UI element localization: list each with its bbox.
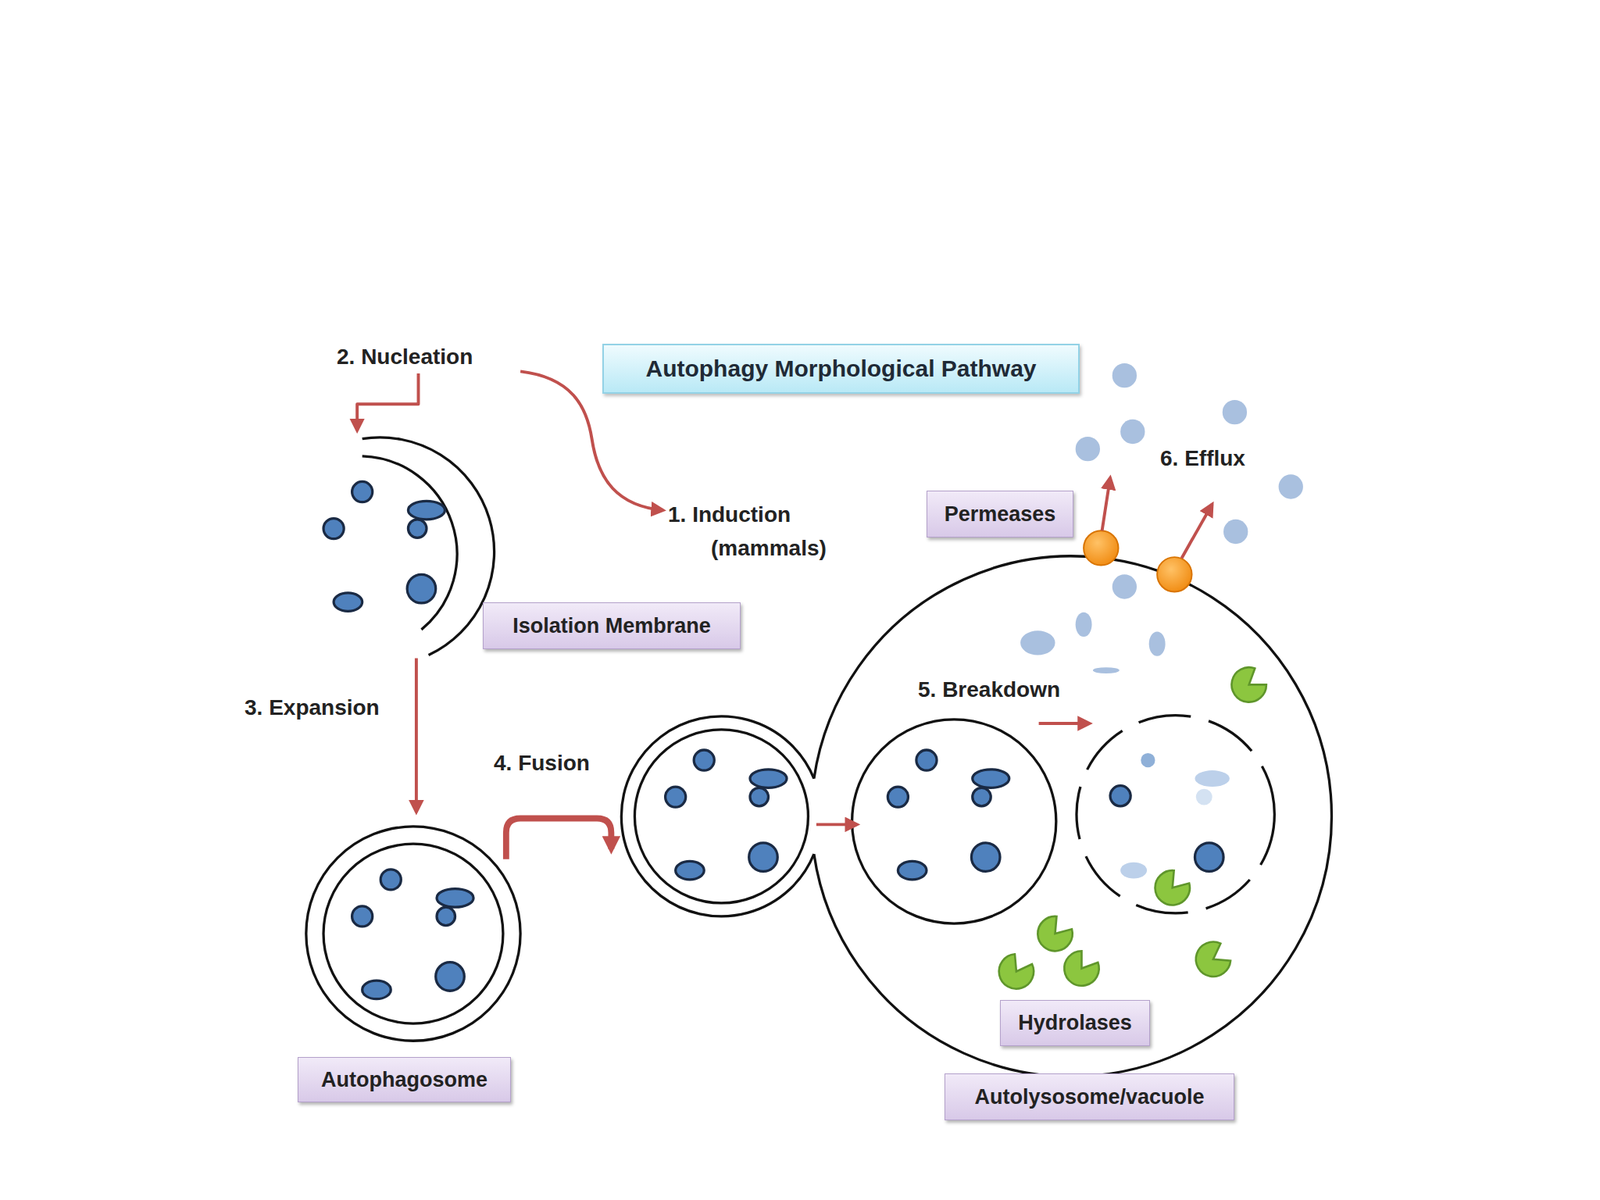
step-label: 5. Breakdown <box>917 676 1061 704</box>
efflux-arrow <box>1102 477 1111 531</box>
label-box: Permeases <box>926 490 1074 538</box>
permease-channel <box>1157 557 1192 592</box>
label-text: Autophagosome <box>321 1067 488 1093</box>
degraded-particle <box>1140 753 1155 768</box>
label-text: Permeases <box>944 502 1057 527</box>
permease-channel <box>1083 530 1118 565</box>
degraded-particle <box>1194 770 1229 787</box>
label-box: Hydrolases <box>1000 1000 1150 1047</box>
title-box: Autophagy Morphological Pathway <box>602 343 1080 394</box>
label-text: Autolysosome/vacuole <box>974 1085 1204 1110</box>
cargo-particle <box>1194 842 1224 872</box>
expansion-arrow <box>414 657 418 812</box>
cargo-group <box>323 481 445 611</box>
isolation-membrane-outer <box>362 437 495 656</box>
cargo-group <box>665 750 787 880</box>
hydrolase-enzyme <box>995 950 1038 993</box>
label-box: Isolation Membrane <box>482 602 741 650</box>
cargo-group <box>887 750 1009 880</box>
hydrolase-enzyme <box>1035 914 1074 953</box>
step-label: 1. Induction (mammals) <box>667 497 856 565</box>
hydrolase-enzyme <box>1192 938 1235 981</box>
label-text: Hydrolases <box>1017 1010 1133 1036</box>
autolysosome-membrane <box>814 556 1333 1077</box>
title-text: Autophagy Morphological Pathway <box>645 355 1036 383</box>
autophagosome-inner <box>323 843 504 1024</box>
step-label: 3. Expansion <box>244 694 380 722</box>
fusion-arrow <box>506 818 612 860</box>
breakdown-arrow <box>1039 721 1090 725</box>
fusing-autophagosome-inner <box>634 729 808 904</box>
fusing-autophagosome-outer <box>621 716 815 917</box>
efflux-arrow <box>1181 503 1212 558</box>
autophagic-body <box>852 719 1057 924</box>
isolation-membrane-inner <box>362 456 458 630</box>
nucleation-arrow <box>357 373 418 431</box>
autophagosome-outer <box>306 826 521 1041</box>
label-text: Isolation Membrane <box>512 614 711 639</box>
internalize-arrow <box>816 822 858 826</box>
label-box: Autolysosome/vacuole <box>944 1073 1235 1121</box>
degraded-particle <box>1120 862 1147 879</box>
hydrolase-enzyme <box>1153 868 1192 907</box>
step-label: 6. Efflux <box>1160 445 1246 472</box>
cargo-particle <box>1110 785 1131 807</box>
hydrolase-enzyme <box>1061 948 1102 989</box>
cargo-group <box>352 869 474 1000</box>
degrading-body <box>1076 715 1275 914</box>
step-label: 2. Nucleation <box>336 343 473 371</box>
hydrolase-enzyme <box>1228 664 1269 705</box>
label-box: Autophagosome <box>297 1057 511 1103</box>
step-label: 4. Fusion <box>493 750 590 777</box>
degraded-particle <box>1196 789 1213 806</box>
